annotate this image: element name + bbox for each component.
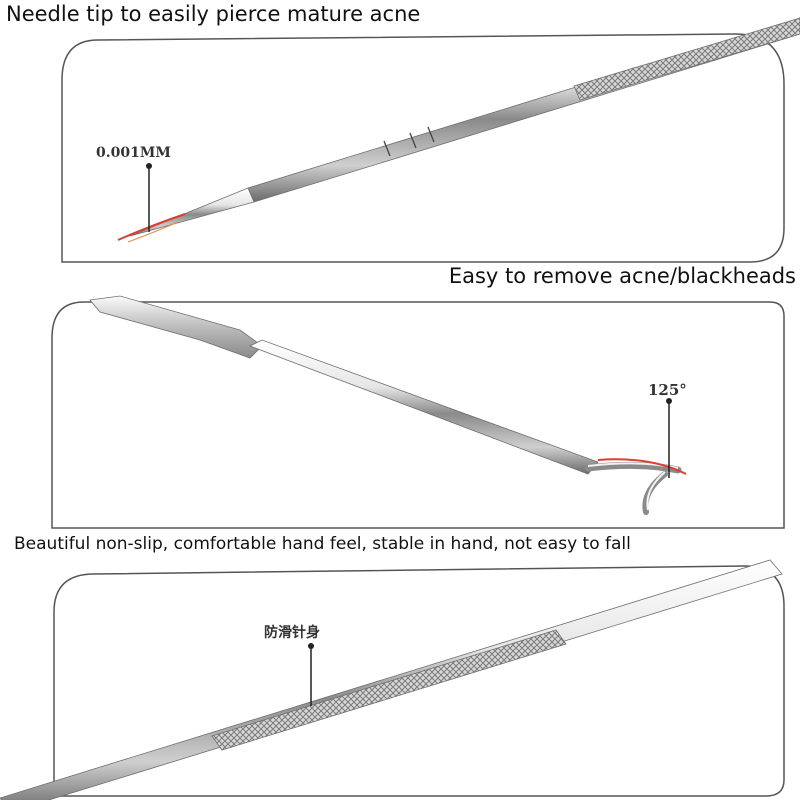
panel-3-caption: Beautiful non-slip, comfortable hand fee… bbox=[14, 534, 631, 554]
panel-2: 125° bbox=[51, 295, 785, 529]
panel-2-frame bbox=[51, 301, 785, 529]
angled-hook-tool bbox=[89, 295, 687, 515]
knurled-shaft-tool bbox=[0, 559, 783, 800]
panel-2-caption: Easy to remove acne/blackheads bbox=[448, 264, 796, 288]
needle-tip-tool bbox=[117, 17, 800, 243]
panel-3-callout: 防滑针身 bbox=[264, 624, 320, 641]
panel-2-callout-dot bbox=[666, 398, 672, 404]
panel-3: 防滑针身 bbox=[0, 559, 785, 800]
panel-1-callout: 0.001MM bbox=[96, 145, 171, 161]
panel-2-callout: 125° bbox=[648, 381, 687, 399]
panel-1-caption: Needle tip to easily pierce mature acne bbox=[6, 2, 421, 26]
panel-1: 0.001MM bbox=[61, 17, 800, 263]
panel-3-callout-dot bbox=[308, 643, 314, 649]
panel-1-callout-dot bbox=[146, 163, 152, 169]
